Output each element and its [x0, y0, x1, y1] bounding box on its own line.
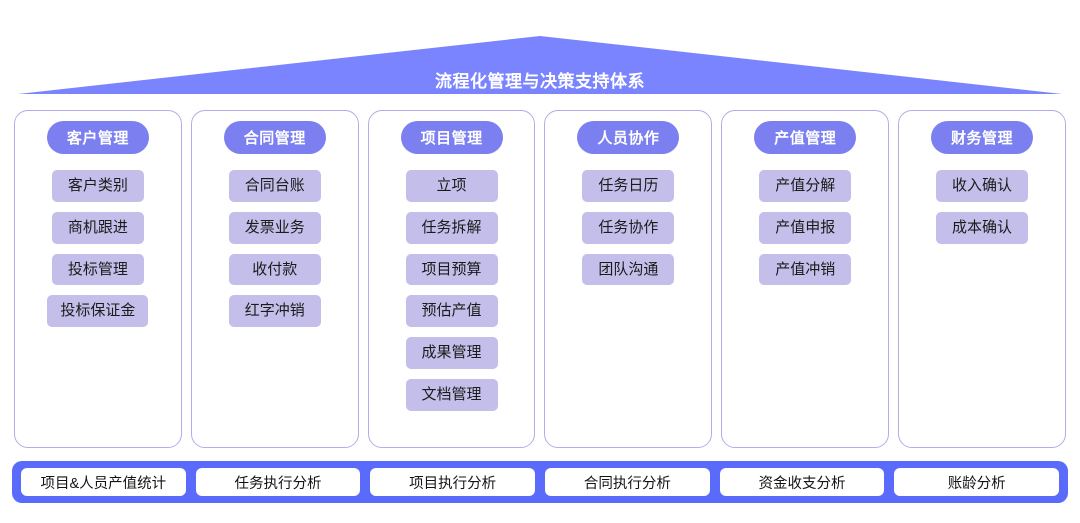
item-tag[interactable]: 产值分解 — [759, 170, 852, 202]
item-tag[interactable]: 项目预算 — [405, 253, 498, 286]
column-items-collaboration: 任务日历 任务协作 团队沟通 — [545, 170, 711, 286]
column-card-project: 项目管理 立项 任务拆解 项目预算 预估产值 成果管理 文档管理 — [367, 110, 536, 448]
item-tag[interactable]: 产值申报 — [759, 211, 852, 244]
column-card-collaboration: 人员协作 任务日历 任务协作 团队沟通 — [544, 110, 713, 448]
item-tag[interactable]: 立项 — [405, 170, 498, 202]
analytics-chip[interactable]: 合同执行分析 — [545, 468, 710, 496]
item-tag[interactable]: 商机跟进 — [51, 211, 144, 244]
item-tag[interactable]: 产值冲销 — [759, 253, 852, 286]
roof-banner: 流程化管理与决策支持体系 — [0, 28, 1080, 98]
column-card-customer: 客户管理 客户类别 商机跟进 投标管理 投标保证金 — [14, 110, 182, 448]
analytics-bar: 项目&人员产值统计 任务执行分析 项目执行分析 合同执行分析 资金收支分析 账龄… — [12, 461, 1068, 503]
item-tag[interactable]: 合同台账 — [228, 170, 321, 202]
item-tag[interactable]: 预估产值 — [405, 295, 498, 327]
column-card-output-value: 产值管理 产值分解 产值申报 产值冲销 — [721, 110, 890, 448]
column-header-finance: 财务管理 — [931, 121, 1034, 154]
analytics-chip[interactable]: 账龄分析 — [894, 468, 1060, 496]
column-card-finance: 财务管理 收入确认 成本确认 — [898, 110, 1066, 448]
column-card-contract: 合同管理 合同台账 发票业务 收付款 红字冲销 — [190, 110, 359, 448]
item-tag[interactable]: 任务拆解 — [405, 211, 498, 244]
column-items-output-value: 产值分解 产值申报 产值冲销 — [722, 170, 888, 286]
item-tag[interactable]: 任务协作 — [582, 211, 675, 244]
item-tag[interactable]: 任务日历 — [582, 170, 675, 202]
column-header-customer: 客户管理 — [46, 121, 149, 154]
column-header-contract: 合同管理 — [223, 121, 326, 154]
item-tag[interactable]: 发票业务 — [228, 211, 321, 244]
item-tag[interactable]: 投标管理 — [51, 253, 144, 286]
roof-triangle-icon — [18, 36, 1062, 94]
analytics-chip[interactable]: 任务执行分析 — [195, 468, 361, 496]
analytics-chip[interactable]: 项目执行分析 — [370, 468, 536, 496]
item-tag[interactable]: 收付款 — [228, 253, 321, 286]
column-items-customer: 客户类别 商机跟进 投标管理 投标保证金 — [15, 170, 181, 327]
column-items-finance: 收入确认 成本确认 — [899, 170, 1065, 244]
column-header-output-value: 产值管理 — [754, 121, 857, 154]
column-items-project: 立项 任务拆解 项目预算 预估产值 成果管理 文档管理 — [369, 170, 535, 411]
item-tag[interactable]: 成果管理 — [405, 337, 498, 369]
item-tag[interactable]: 投标保证金 — [47, 295, 149, 327]
item-tag[interactable]: 红字冲销 — [228, 295, 321, 327]
item-tag[interactable]: 收入确认 — [936, 170, 1029, 202]
column-list: 客户管理 客户类别 商机跟进 投标管理 投标保证金 合同管理 合同台账 发票业务… — [14, 110, 1066, 448]
analytics-chip[interactable]: 项目&人员产值统计 — [21, 468, 186, 496]
column-header-project: 项目管理 — [400, 121, 503, 154]
item-tag[interactable]: 团队沟通 — [582, 253, 675, 286]
item-tag[interactable]: 客户类别 — [51, 170, 144, 202]
analytics-chip[interactable]: 资金收支分析 — [719, 468, 885, 496]
column-items-contract: 合同台账 发票业务 收付款 红字冲销 — [192, 170, 358, 327]
item-tag[interactable]: 成本确认 — [936, 211, 1029, 244]
item-tag[interactable]: 文档管理 — [405, 378, 498, 411]
column-header-collaboration: 人员协作 — [577, 121, 680, 154]
banner-title: 流程化管理与决策支持体系 — [435, 72, 645, 91]
